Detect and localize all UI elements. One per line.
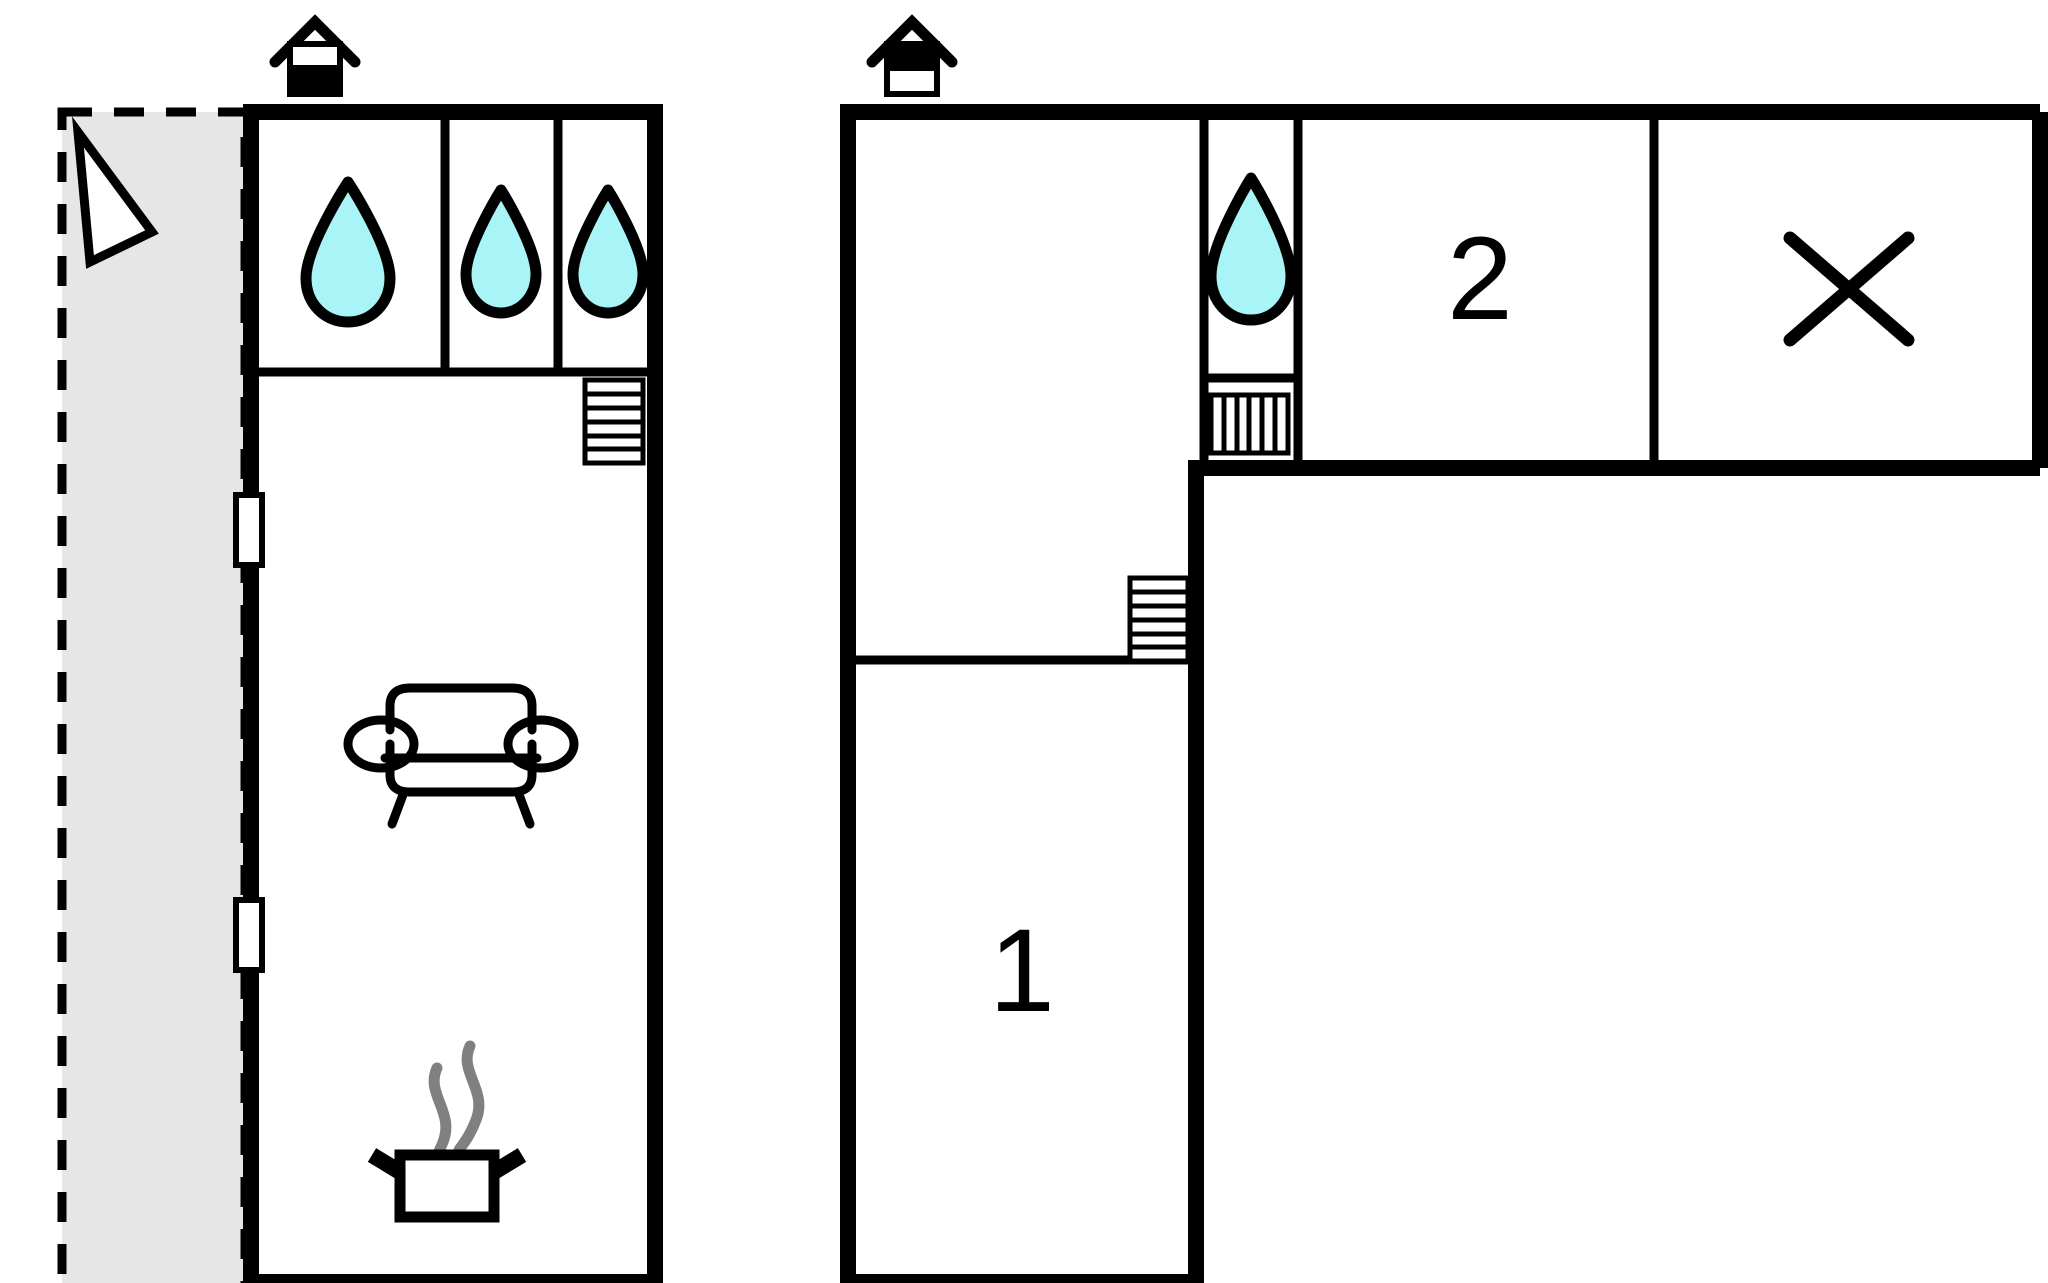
upper-floor-walls (840, 104, 2048, 1283)
terrace-area (57, 107, 250, 1283)
ground-floor-partitions (251, 120, 655, 377)
ground-floor-walls (243, 104, 663, 1283)
room-label-bedroom-1: 1 (989, 905, 1055, 1037)
door-opening[interactable] (233, 897, 265, 973)
cross-icon (1783, 231, 1915, 347)
room-label-bedroom-2: 2 (1447, 213, 1513, 345)
door-opening[interactable] (233, 492, 265, 568)
house-icon (269, 14, 361, 97)
ground-floor-plan (57, 14, 663, 1283)
upper-floor-outline (840, 112, 2040, 1282)
upper-floor-plan: 2 1 (840, 14, 2048, 1283)
sofa-icon (343, 683, 579, 829)
house-icon (866, 14, 958, 97)
stairs-icon (582, 377, 646, 466)
cooking-pot-icon (367, 1040, 527, 1223)
water-drop-icon (1205, 172, 1297, 326)
stairs-vertical-icon (1208, 392, 1291, 456)
water-drop-icon (300, 176, 396, 328)
water-drop-icon (460, 184, 542, 319)
water-drop-icon (567, 184, 649, 319)
stairs-icon (1127, 575, 1191, 664)
